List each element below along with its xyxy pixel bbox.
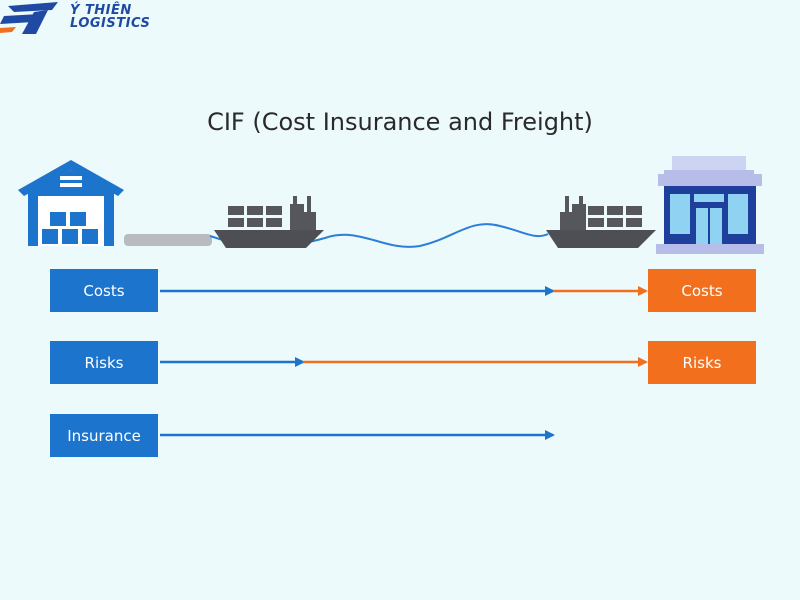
brand-name-line2: LOGISTICS <box>70 16 151 31</box>
costs-seller-box: Costs <box>50 269 158 312</box>
store-icon <box>656 156 764 254</box>
risks-buyer-box: Risks <box>648 341 756 384</box>
diagram-title: CIF (Cost Insurance and Freight) <box>207 108 593 136</box>
ship-icon <box>546 196 656 248</box>
dock-icon <box>124 234 212 246</box>
costs-buyer-box: Costs <box>648 269 756 312</box>
insurance-seller-box: Insurance <box>50 414 158 457</box>
brand-name-line1: Ý THIÊN <box>70 3 132 18</box>
ship-icon <box>214 196 324 248</box>
warehouse-icon <box>18 160 124 246</box>
risks-seller-box: Risks <box>50 341 158 384</box>
brand-mark-icon <box>0 2 58 34</box>
brand-logo: Ý THIÊN LOGISTICS <box>0 0 170 40</box>
